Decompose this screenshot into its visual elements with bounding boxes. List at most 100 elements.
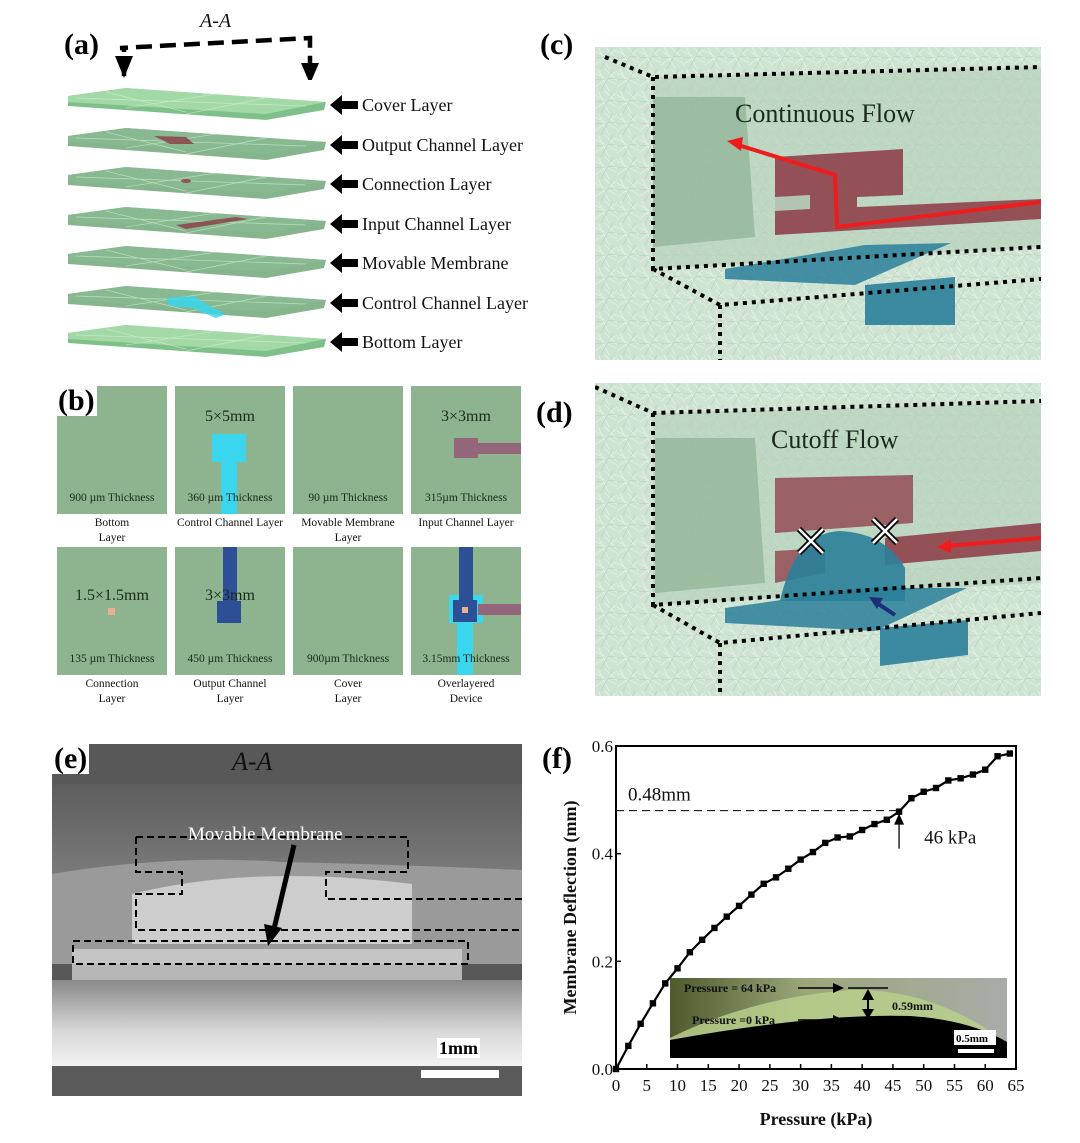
data-point	[920, 788, 927, 795]
plot-frame	[615, 745, 1017, 1070]
channel-outline-dashed	[72, 836, 522, 965]
deflected-membrane	[780, 531, 905, 601]
data-point	[957, 775, 964, 782]
dimension-label: 1.5×1.5mm	[75, 587, 149, 604]
control-channel-top	[725, 588, 967, 631]
input-output-channel	[775, 149, 1041, 235]
caption-line: Layer	[98, 532, 126, 544]
inset-arrow-icon	[833, 983, 844, 993]
y-tick-label: 0.4	[592, 845, 614, 864]
thickness-label: 900 µm Thickness	[69, 492, 155, 504]
data-point	[809, 848, 817, 856]
panel-d-label: (d)	[534, 396, 575, 429]
data-point	[969, 771, 977, 778]
data-point	[649, 1000, 657, 1007]
data-point	[698, 936, 706, 943]
layer-design-tile: 900µm Thickness	[293, 547, 403, 675]
data-point	[723, 913, 730, 920]
thickness-label: 90 µm Thickness	[308, 492, 388, 504]
caption-line: Layer	[334, 693, 362, 705]
layer-slab-control-channel-layer	[66, 285, 326, 320]
data-point	[871, 820, 878, 828]
pressure-arrow	[875, 601, 897, 617]
x-tick-label: 20	[731, 1076, 748, 1095]
pointer-arrow-icon	[330, 174, 360, 194]
thickness-label: 450 µm Thickness	[187, 653, 273, 665]
data-point	[982, 766, 989, 773]
flow-arrow-head-icon	[727, 137, 743, 151]
layer-slab-connection-layer	[66, 167, 326, 201]
output-channel	[775, 475, 913, 533]
x-tick-label: 35	[823, 1076, 840, 1095]
inset-scale-label: 0.5mm	[956, 1033, 988, 1045]
data-point	[994, 753, 1001, 760]
pointer-arrow-icon	[330, 332, 360, 352]
layer-slab-movable-membrane	[66, 246, 326, 280]
y-tick-label: 0.6	[592, 737, 613, 756]
x-tick-label: 15	[700, 1076, 717, 1095]
data-point	[908, 795, 915, 802]
caption-line: Layer	[216, 693, 244, 705]
layer-design-tile: 5×5mm 360 µm Thickness	[175, 386, 285, 514]
thickness-label: 360 µm Thickness	[187, 492, 273, 504]
layer-design-tile: 3.15mm Thickness	[411, 547, 521, 675]
layer-label: Cover Layer	[362, 95, 453, 115]
layer-slab-cover-layer	[66, 88, 326, 122]
x-tick-label: 25	[761, 1076, 778, 1095]
data-point	[625, 1042, 632, 1050]
panel-f-label: (f)	[542, 742, 572, 775]
caption-line: Cover	[333, 678, 363, 690]
caption-line: Movable Membrane	[301, 517, 395, 529]
data-point	[1006, 750, 1014, 757]
data-point	[785, 865, 792, 872]
caption-line: Control Channel Layer	[176, 517, 284, 529]
section-arrow-right-icon	[301, 63, 319, 80]
x-tick-label: 5	[643, 1076, 652, 1095]
thickness-label: 315µm Thickness	[424, 492, 508, 504]
data-point	[883, 816, 890, 823]
output-channel-shadow	[653, 97, 755, 247]
data-point	[772, 874, 780, 881]
flow-arrow	[946, 536, 1041, 548]
tile-caption: Control Channel Layer	[170, 516, 290, 531]
data-point	[711, 924, 718, 932]
inset-arrow-icon	[833, 1015, 844, 1025]
control-channel-front	[865, 277, 955, 325]
movable-membrane-annotation: Movable Membrane	[188, 824, 343, 845]
data-point	[945, 777, 952, 784]
data-point	[846, 833, 854, 840]
data-point	[735, 902, 743, 910]
y-tick-label: 0.0	[592, 1060, 613, 1079]
panel-c-label: (c)	[538, 28, 576, 61]
data-point	[834, 834, 841, 841]
control-channel-feature	[166, 295, 226, 318]
caption-line: Bottom	[94, 517, 130, 529]
connection-hole	[181, 179, 191, 183]
x-tick-label: 65	[1008, 1076, 1025, 1095]
x-tick-label: 30	[792, 1076, 809, 1095]
layer-slab-bottom-layer	[66, 325, 326, 359]
pointer-arrow-icon	[330, 292, 360, 313]
scale-bar-label: 1mm	[437, 1038, 480, 1058]
data-point	[822, 839, 829, 847]
pressure-arrow-head-icon	[869, 597, 883, 609]
thickness-label: 3.15mm Thickness	[422, 653, 510, 665]
pointer-arrow-icon	[330, 134, 360, 155]
data-point	[932, 784, 940, 792]
y-axis-label: Membrane Deflection (mm)	[560, 801, 581, 1015]
caption-line: Input Channel Layer	[418, 517, 514, 529]
render-cutoff-flow: Cutoff Flow	[595, 383, 1041, 696]
thickness-label: 900µm Thickness	[306, 653, 390, 665]
dimension-label: 5×5mm	[205, 408, 255, 425]
continuous-flow-title: Continuous Flow	[735, 99, 915, 128]
layer-design-tile: 3×3mm 315µm Thickness	[411, 386, 521, 514]
x-tick-label: 0	[612, 1076, 621, 1095]
dimension-label: 3×3mm	[441, 408, 491, 425]
inset-scale-bar	[958, 1049, 994, 1053]
